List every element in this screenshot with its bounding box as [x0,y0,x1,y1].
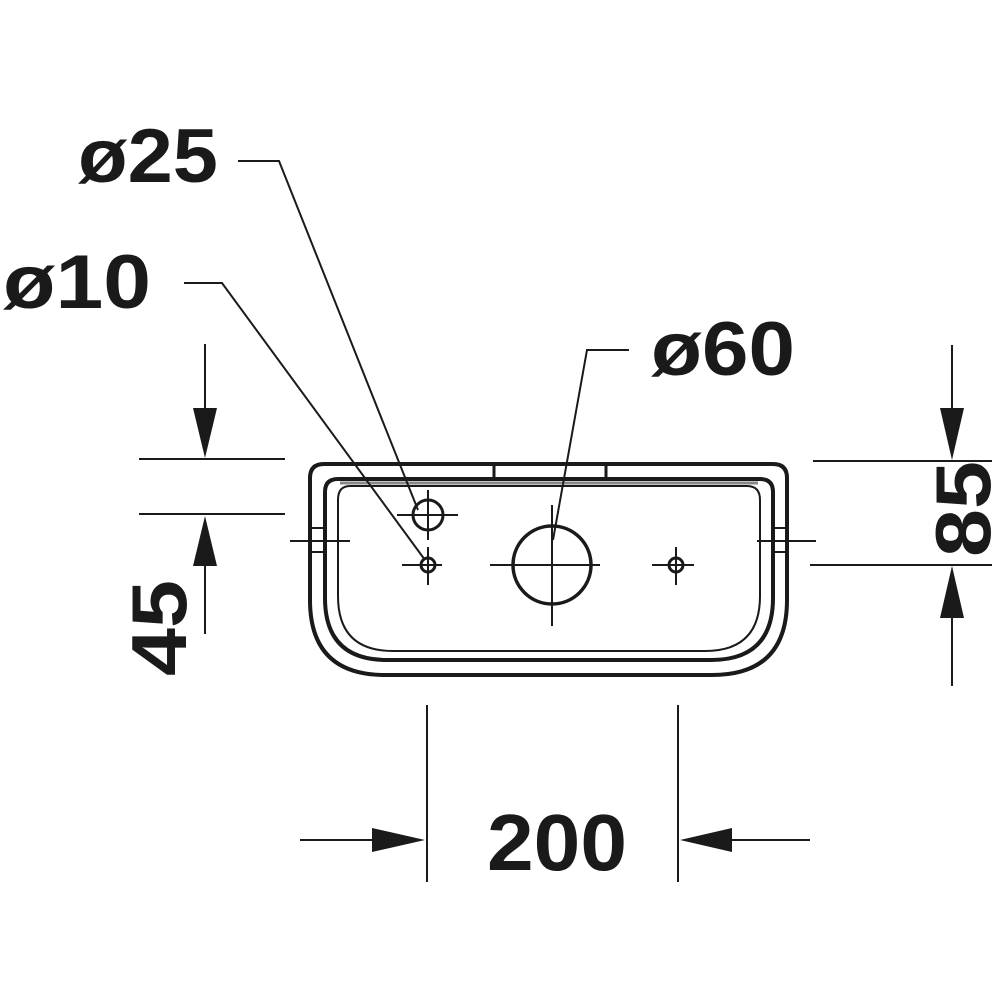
diameter-labels: ø25 ø10 ø60 [3,114,795,392]
label-hole-large: ø25 [78,114,218,199]
hole-small-10-left [402,547,442,585]
dimension-bottom-200 [300,705,810,882]
hole-large-25 [397,490,458,540]
hole-center-60 [490,505,600,626]
cistern-outline [308,462,789,677]
leader-lines [184,160,629,561]
label-hole-center: ø60 [651,307,795,392]
label-hole-small: ø10 [3,240,151,325]
hole-small-10-right [652,547,694,585]
dimension-right-85 [810,345,992,686]
label-dim-45: 45 [115,580,203,676]
label-dim-85: 85 [919,461,1000,557]
label-dim-200: 200 [487,798,627,887]
dimension-left-45 [139,344,285,634]
